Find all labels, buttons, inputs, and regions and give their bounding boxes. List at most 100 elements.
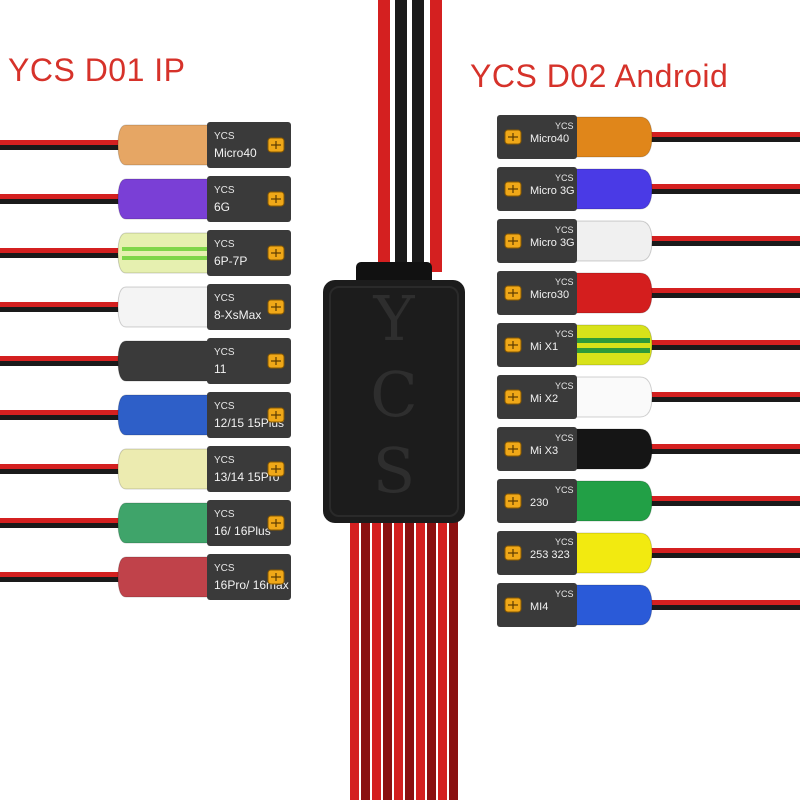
hub-bevel <box>329 286 459 517</box>
ribbon-wire-1 <box>361 518 370 800</box>
right-clip-boot <box>574 272 653 314</box>
left-brand-text: YCS <box>214 509 235 520</box>
left-model-label: 13/14 15Pro <box>214 470 280 484</box>
right-model-label: Micro40 <box>530 133 569 145</box>
left-clip-boot <box>117 286 211 328</box>
right-brand-text: YCS <box>555 121 574 131</box>
left-model-label: 8-XsMax <box>214 308 261 322</box>
left-label-tag <box>207 338 291 384</box>
right-model-label: Mi X3 <box>530 445 558 457</box>
hub-layer: YCS <box>323 262 465 523</box>
right-brand-text: YCS <box>555 173 574 183</box>
left-label-tag <box>207 284 291 330</box>
right-clip-boot <box>574 376 653 418</box>
right-clip-boot <box>574 532 653 574</box>
left-product-title: YCS D01 IP <box>8 52 186 88</box>
right-label-tag <box>497 271 577 315</box>
left-label-tag <box>207 230 291 276</box>
right-model-label: Mi X2 <box>530 393 558 405</box>
left-brand-text: YCS <box>214 347 235 358</box>
ribbon-wire-4 <box>394 518 403 800</box>
right-model-label: MI4 <box>530 601 548 613</box>
left-cable: YCS 11 <box>0 338 291 384</box>
right-cable: Micro40 YCS <box>497 115 800 159</box>
right-label-tag <box>497 167 577 211</box>
right-model-label: Mi X1 <box>530 341 558 353</box>
left-clip-boot <box>117 448 211 490</box>
right-brand-text: YCS <box>555 485 574 495</box>
right-cable: MI4 YCS <box>497 583 800 627</box>
left-clip-boot <box>117 394 211 436</box>
ribbon-wire-9 <box>449 518 458 800</box>
right-brand-text: YCS <box>555 589 574 599</box>
right-label-tag <box>497 479 577 523</box>
left-label-tag <box>207 554 291 600</box>
left-label-tag <box>207 176 291 222</box>
left-cable: YCS 8-XsMax <box>0 284 291 330</box>
hub-letter: S <box>373 434 415 507</box>
left-model-label: 6P-7P <box>214 254 247 268</box>
right-brand-text: YCS <box>555 329 574 339</box>
right-label-tag <box>497 323 577 367</box>
right-clip-boot <box>574 584 653 626</box>
hub-letter: Y <box>373 282 416 355</box>
right-cable: Mi X1 YCS <box>497 323 800 367</box>
right-model-label: Micro30 <box>530 289 569 301</box>
right-cable: 230 YCS <box>497 479 800 523</box>
left-brand-text: YCS <box>214 293 235 304</box>
left-cable: YCS 13/14 15Pro <box>0 446 291 492</box>
right-cable: Micro30 YCS <box>497 271 800 315</box>
left-brand-text: YCS <box>214 401 235 412</box>
ribbon-wire-8 <box>438 518 447 800</box>
left-clip-boot <box>117 232 211 274</box>
left-model-label: Micro40 <box>214 146 257 160</box>
left-cable-group: YCSMicro40YCS6GYCS6P-7PYCS8-XsMaxYCS11YC… <box>0 122 291 600</box>
right-clip-boot <box>574 428 653 470</box>
left-clip-boot <box>117 178 211 220</box>
ribbon-wire-7 <box>427 518 436 800</box>
right-label-tag <box>497 115 577 159</box>
left-cable: YCS 6P-7P <box>0 230 291 276</box>
left-clip-boot <box>117 556 211 598</box>
top-wire-2 <box>412 0 424 272</box>
left-brand-text: YCS <box>214 455 235 466</box>
right-brand-text: YCS <box>555 537 574 547</box>
right-model-label: 230 <box>530 497 548 509</box>
left-brand-text: YCS <box>214 185 235 196</box>
left-clip-boot <box>117 502 211 544</box>
right-model-label: 253 323 <box>530 549 570 561</box>
left-model-label: 11 <box>214 362 227 376</box>
top-wire-1 <box>395 0 407 272</box>
left-brand-text: YCS <box>214 563 235 574</box>
right-brand-text: YCS <box>555 381 574 391</box>
right-brand-text: YCS <box>555 225 574 235</box>
right-brand-text: YCS <box>555 277 574 287</box>
right-cable: 253 323 YCS <box>497 531 800 575</box>
left-model-label: 6G <box>214 200 230 214</box>
left-brand-text: YCS <box>214 239 235 250</box>
ribbon-wire-6 <box>416 518 425 800</box>
ribbon-wire-2 <box>372 518 381 800</box>
right-label-tag <box>497 427 577 471</box>
left-model-label: 16/ 16Plus <box>214 524 271 538</box>
hub-body <box>323 280 465 523</box>
ribbon-wire-3 <box>383 518 392 800</box>
left-clip-boot <box>117 340 211 382</box>
left-clip-boot <box>117 124 211 166</box>
top-wire-3 <box>430 0 442 272</box>
right-cable: Mi X2 YCS <box>497 375 800 419</box>
left-label-tag <box>207 122 291 168</box>
right-label-tag <box>497 219 577 263</box>
right-label-tag <box>497 531 577 575</box>
right-clip-boot <box>574 220 653 262</box>
hub-letter: C <box>370 358 417 431</box>
